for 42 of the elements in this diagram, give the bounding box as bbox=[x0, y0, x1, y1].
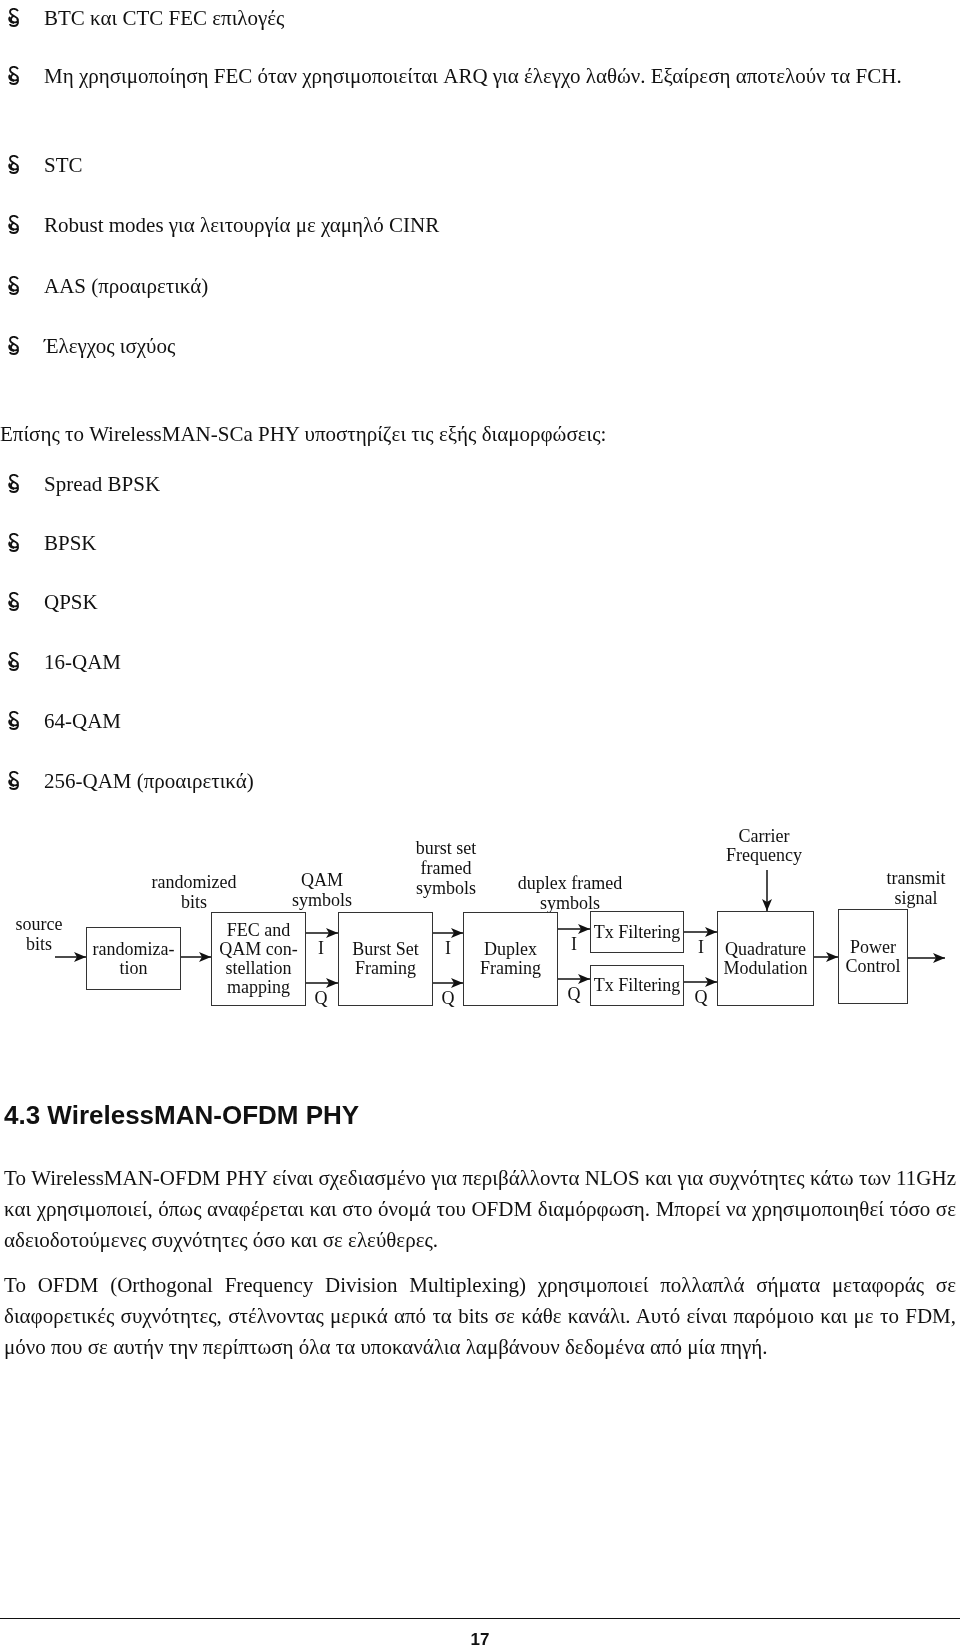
process-box: randomiza- tion bbox=[86, 927, 181, 990]
process-box: Tx Filtering bbox=[590, 965, 684, 1006]
arrow bbox=[557, 974, 591, 984]
page-number: 17 bbox=[469, 1630, 491, 1650]
bullet-text: Έλεγχος ισχύος bbox=[44, 333, 177, 360]
arrow bbox=[813, 952, 839, 962]
paragraph: Το WirelessMAN-OFDM PHY είναι σχεδιασμένο για περιβάλλοντα NLOS και για συχνότητες κάτω των 11GHz και χρησιμοποιεί, όπως αναφέρεται και στο όνομά του OFDM διαμόρφωση. Μπορεί να χρησιμοποιηθεί τόσο σε αδειοδοτούμενες συχνότητες όσο και σε ελεύθερες. bbox=[4, 1165, 956, 1254]
bullet-text: 64-QAM bbox=[44, 708, 122, 735]
bullet-text: Μη χρησιμοποίηση FEC όταν χρησιμοποιείται ARQ για έλεγχο λαθών. Εξαίρεση αποτελούν τα FCH. bbox=[44, 63, 903, 90]
bullet-text: 16-QAM bbox=[44, 649, 122, 676]
signal-label: duplex framed symbols bbox=[516, 873, 624, 913]
process-box: FEC and QAM con- stellation mapping bbox=[211, 912, 306, 1006]
process-box: Burst Set Framing bbox=[338, 912, 433, 1006]
bullet-text: STC bbox=[44, 152, 84, 179]
process-box: Quadrature Modulation bbox=[717, 911, 814, 1006]
signal-label: QAM symbols bbox=[291, 870, 353, 910]
bullet-text: Robust modes για λειτουργία με χαμηλό CINR bbox=[44, 212, 441, 239]
section-heading: 4.3 WirelessMAN-OFDM PHY bbox=[4, 1100, 361, 1131]
bullet-text: Spread BPSK bbox=[44, 471, 162, 498]
arrow bbox=[54, 952, 87, 962]
signal-label: burst set framed symbols bbox=[414, 838, 478, 898]
bullet-text: BTC και CTC FEC επιλογές bbox=[44, 5, 286, 32]
paragraph: Επίσης το WirelessMAN-SCa PHY υποστηρίζει τις εξής διαμορφώσεις: bbox=[0, 421, 608, 448]
bullet-text: 256-QAM (προαιρετικά) bbox=[44, 768, 255, 795]
arrow bbox=[432, 978, 464, 988]
arrow bbox=[683, 977, 718, 987]
process-box: Power Control bbox=[838, 909, 908, 1004]
arrow bbox=[180, 952, 212, 962]
bullet-text: AAS (προαιρετικά) bbox=[44, 273, 210, 300]
bullet-text: BPSK bbox=[44, 530, 98, 557]
arrow bbox=[683, 927, 718, 937]
paragraph: Το OFDM (Orthogonal Frequency Division Multiplexing) χρησιμοποιεί πολλαπλά σήματα μεταφοράς σε διαφορετικές συχνότητες, στέλνοντας μερικά από τα bits σε κάθε κανάλι. Αυτό είναι παρόμοιο και με το FDM, μόνο που σε αυτήν την περίπτωση όλα τα υποκανάλια λαμβάνουν δεδομένα από μία πηγή. bbox=[4, 1272, 956, 1361]
arrow bbox=[762, 869, 772, 912]
arrow bbox=[432, 928, 464, 938]
arrow bbox=[557, 924, 591, 934]
process-box: Tx Filtering bbox=[590, 911, 684, 953]
arrow bbox=[907, 953, 946, 963]
arrow bbox=[305, 928, 339, 938]
arrow bbox=[305, 978, 339, 988]
bullet-text: QPSK bbox=[44, 589, 99, 616]
input-label: Carrier Frequency bbox=[718, 825, 810, 867]
process-box: Duplex Framing bbox=[463, 912, 558, 1006]
